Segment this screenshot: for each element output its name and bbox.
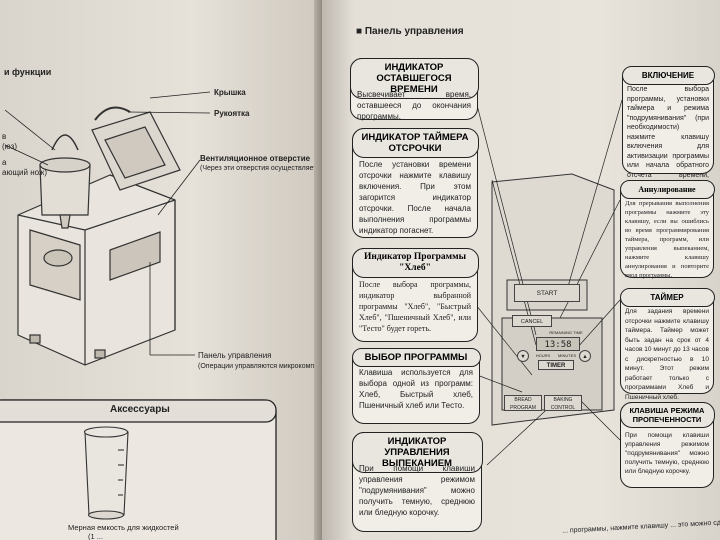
bread-maker-illustration bbox=[0, 91, 277, 540]
box-cancel-text: Для прерывания выполнения программы нажм… bbox=[625, 200, 709, 279]
remaining-time-label: REMAINING TIME bbox=[549, 330, 583, 335]
timer-button: TIMER bbox=[538, 360, 574, 370]
box-time-left-text: Высвечивает время, оставшееся до окончан… bbox=[357, 90, 471, 121]
hours-label: HOURS bbox=[535, 353, 551, 358]
label-vent-note: (Через эти отверстия осуществляется вент… bbox=[200, 165, 382, 172]
box-baking-indicator-text: При помощи клавиши управления режимом "п… bbox=[359, 464, 475, 517]
box-power-on: ВКЛЮЧЕНИЕ После выбора программы, устано… bbox=[621, 65, 715, 188]
box-program-select-text: Клавиша используется для выбора одной из… bbox=[359, 368, 473, 410]
box-browning: КЛАВИША РЕЖИМА ПРОПЕЧЕННОСТИ При помощи … bbox=[619, 401, 715, 488]
bread-program-button: BREAD PROGRAM bbox=[504, 395, 542, 411]
page-title: ■ Панель управления bbox=[356, 26, 464, 37]
accessories-title: Аксессуары bbox=[110, 404, 170, 415]
box-timer-indicator-title: ИНДИКАТОР ТАЙМЕРА ОТСРОЧКИ bbox=[351, 127, 479, 158]
label-control-panel: Панель управления bbox=[198, 351, 272, 360]
box-browning-title: КЛАВИША РЕЖИМА ПРОПЕЧЕННОСТИ bbox=[619, 401, 715, 428]
box-bread-indicator-title: Индикатор Программы "Хлеб" bbox=[351, 247, 479, 278]
box-program-select-title: ВЫБОР ПРОГРАММЫ bbox=[351, 347, 481, 367]
box-timer-title: ТАЙМЕР bbox=[619, 287, 715, 307]
fragment-text: (юз) bbox=[2, 142, 17, 151]
box-time-left: ИНДИКАТОР ОСТАВШЕГОСЯ ВРЕМЕНИ Высвечивае… bbox=[349, 57, 479, 121]
box-baking-indicator: ИНДИКАТОР УПРАВЛЕНИЯ ВЫПЕКАНИЕМ При помо… bbox=[351, 431, 483, 532]
baking-control-button: BAKING CONTROL bbox=[544, 395, 582, 411]
page-title-text: Панель управления bbox=[364, 26, 464, 37]
box-bread-indicator: Индикатор Программы "Хлеб" После выбора … bbox=[351, 247, 479, 342]
lcd-display: 13:58 bbox=[536, 337, 580, 351]
box-baking-indicator-title: ИНДИКАТОР УПРАВЛЕНИЯ ВЫПЕКАНИЕМ bbox=[351, 431, 483, 473]
label-handle: Рукоятка bbox=[214, 109, 250, 118]
box-timer-indicator: ИНДИКАТОР ТАЙМЕРА ОТСРОЧКИ После установ… bbox=[351, 127, 479, 238]
box-timer-indicator-text: После установки времени отсрочки нажмите… bbox=[359, 160, 471, 235]
fragment-text: в bbox=[2, 132, 7, 141]
label-lid: Крышка bbox=[214, 88, 246, 97]
box-timer-text: Для задания времени отсрочки нажмите кла… bbox=[625, 308, 709, 401]
label-vent: Вентиляционное отверстие bbox=[200, 154, 311, 163]
box-power-on-text: После выбора программы, установки таймер… bbox=[627, 86, 709, 188]
minutes-label: MINUTES bbox=[558, 353, 576, 358]
cancel-button: CANCEL bbox=[512, 315, 552, 327]
box-power-on-title: ВКЛЮЧЕНИЕ bbox=[621, 65, 715, 85]
left-page-heading: и функции bbox=[4, 67, 52, 77]
arrow-up-icon: ▲ bbox=[579, 350, 591, 362]
label-control-panel-note: (Операции управляются микрокомпьютером) bbox=[198, 363, 345, 370]
start-button: START bbox=[514, 284, 580, 302]
box-browning-text: При помощи клавиши управления режимом "п… bbox=[625, 432, 709, 475]
fragment-text: ающий нож) bbox=[2, 168, 47, 177]
left-page: и функции в (юз) а ающий нож) Крышка Рук… bbox=[0, 0, 381, 540]
box-cancel: Аннулирование Для прерывания выполнения … bbox=[619, 179, 715, 279]
box-timer: ТАЙМЕР Для задания времени отсрочки нажм… bbox=[619, 287, 715, 401]
right-page: ■ Панель управления START CANCEL REMAINI… bbox=[322, 0, 720, 540]
fragment-text: а bbox=[2, 158, 7, 167]
box-time-left-title: ИНДИКАТОР ОСТАВШЕГОСЯ ВРЕМЕНИ bbox=[349, 57, 479, 99]
arrow-down-icon: ▼ bbox=[517, 350, 529, 362]
accessories-caption: Мерная емкость для жидкостей bbox=[68, 523, 179, 532]
box-cancel-title: Аннулирование bbox=[619, 179, 715, 199]
box-bread-indicator-text: После выбора программы, индикатор выбран… bbox=[359, 280, 471, 333]
accessories-caption-2: (1 ... bbox=[88, 532, 104, 540]
box-program-select: ВЫБОР ПРОГРАММЫ Клавиша используется для… bbox=[351, 347, 481, 424]
